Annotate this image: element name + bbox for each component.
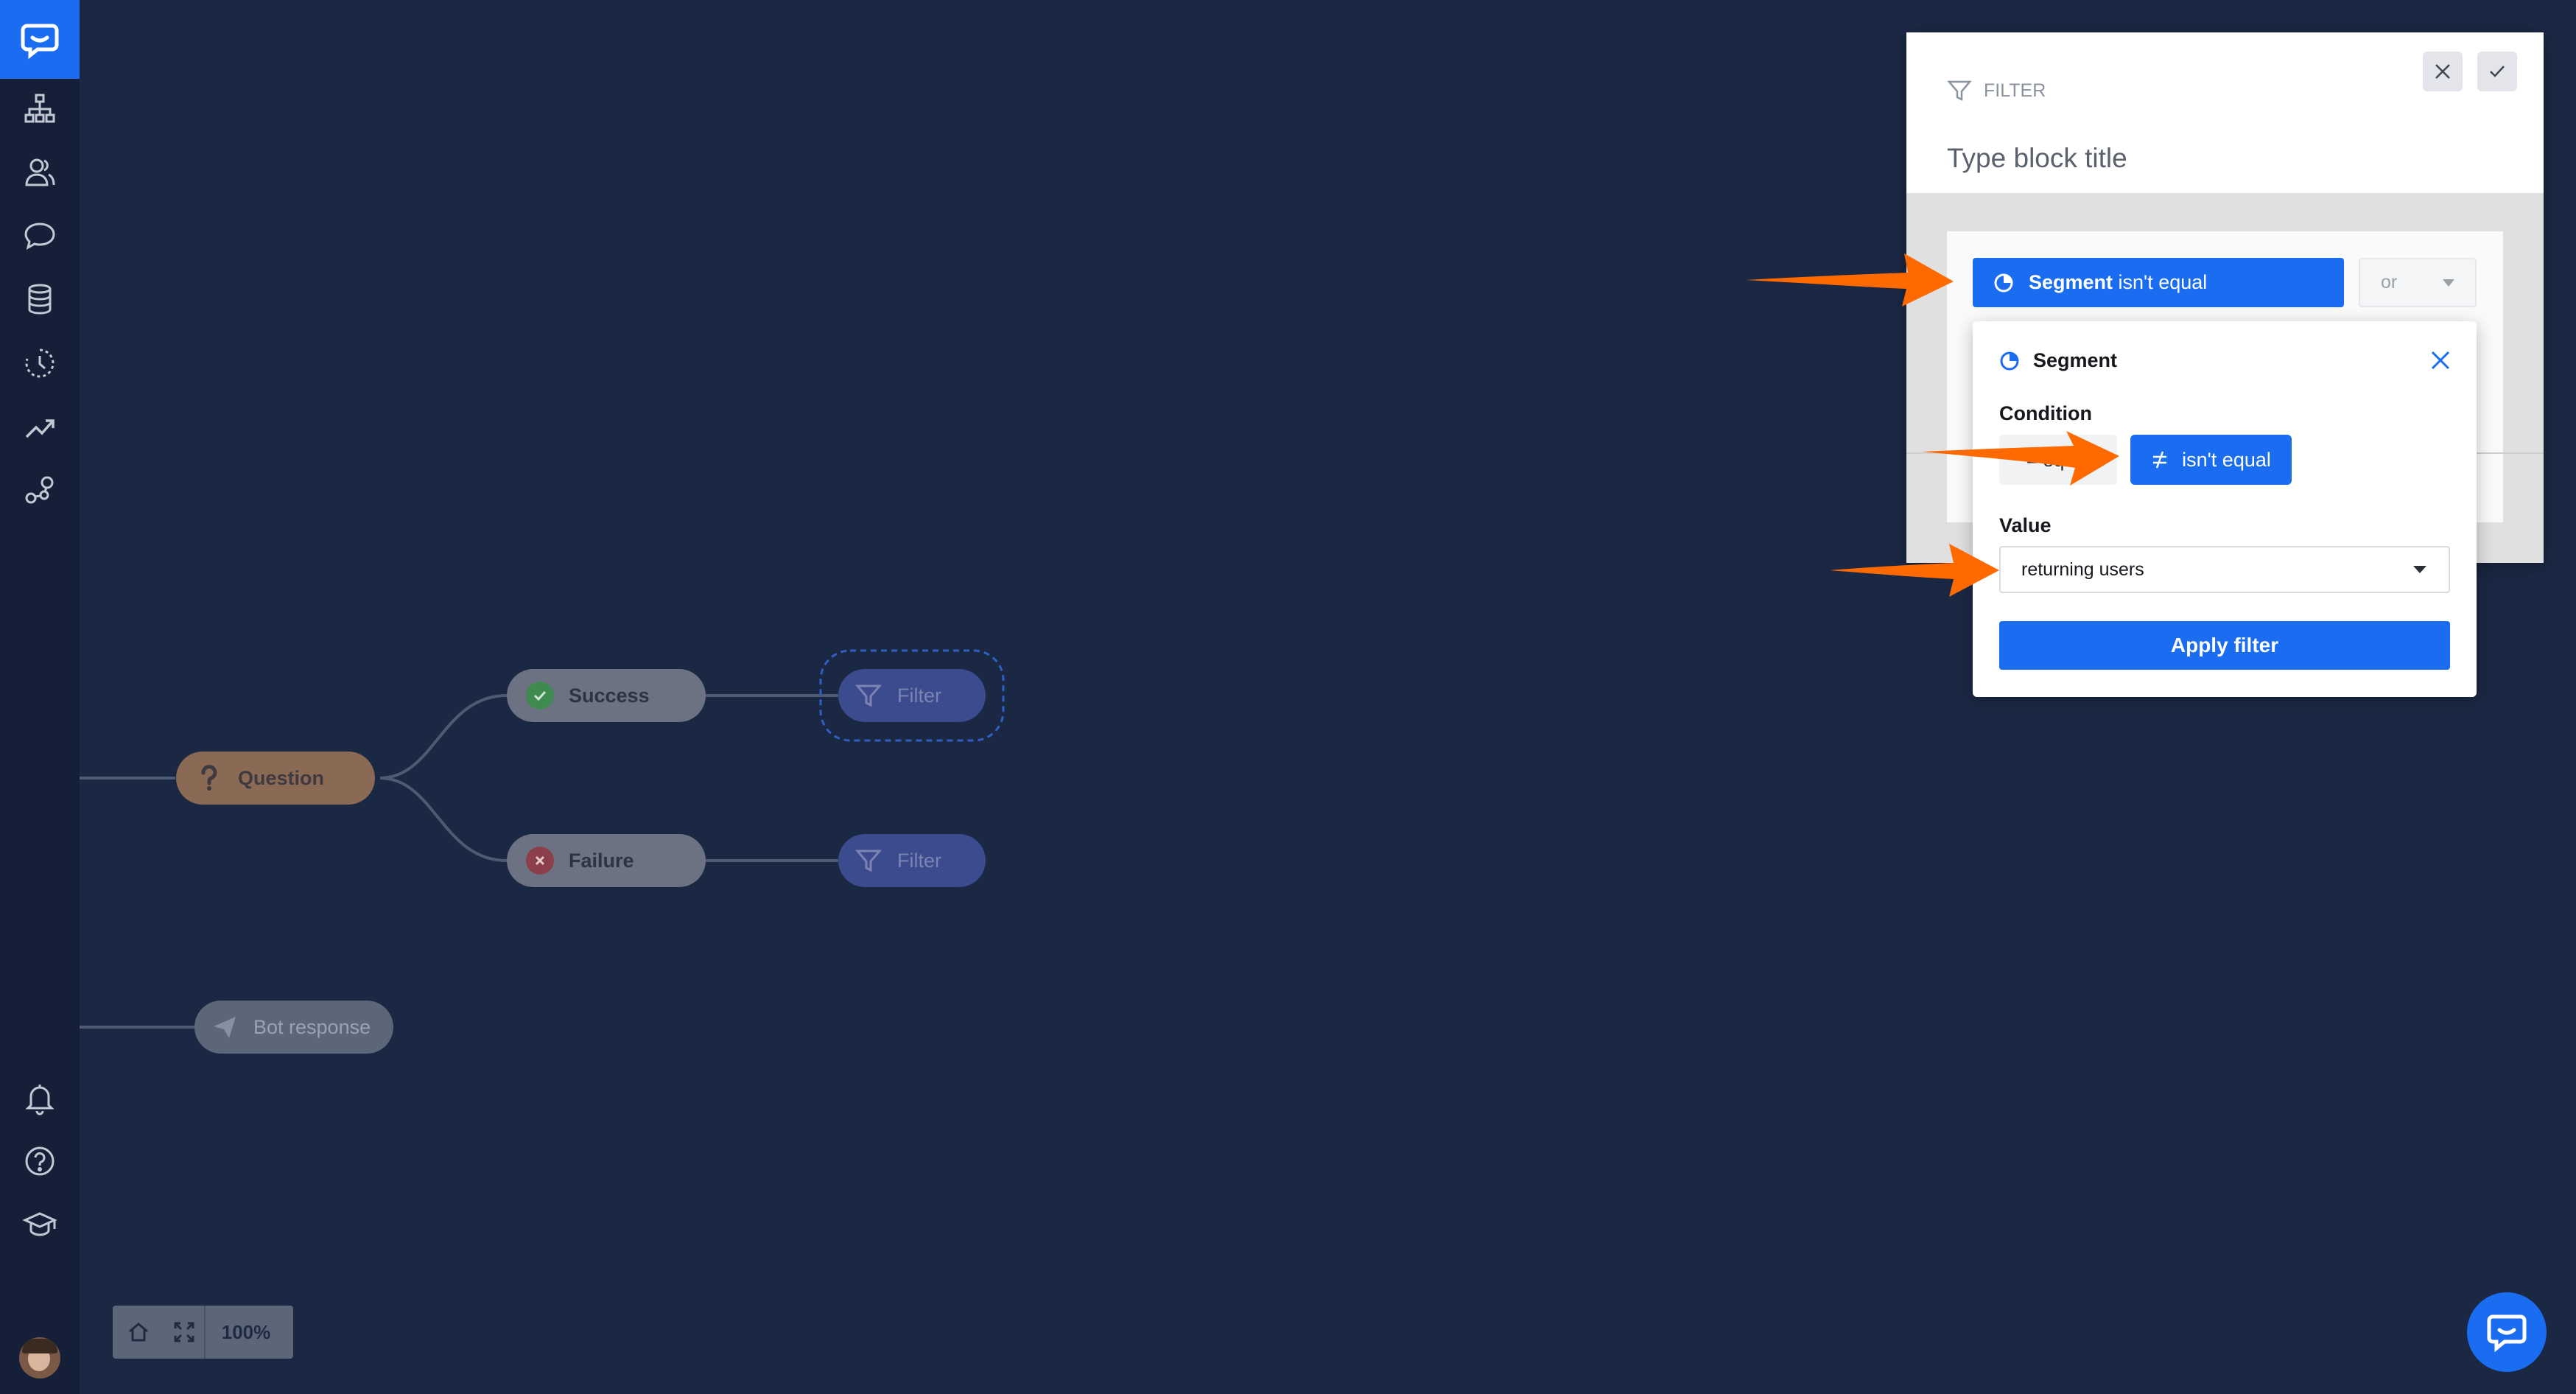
condition-not-equal-label: isn't equal [2182,448,2271,471]
x-circle-icon [526,847,554,875]
close-icon [2431,351,2450,370]
apply-filter-button[interactable]: Apply filter [1999,621,2450,670]
block-title-input[interactable]: Type block title [1947,143,2127,173]
bot-response-node[interactable]: Bot response [194,1001,393,1054]
condition-not-equal-button[interactable]: isn't equal [2130,435,2292,485]
success-node-label: Success [569,684,650,707]
failure-node-label: Failure [569,849,634,872]
check-icon [2490,66,2505,77]
success-node[interactable]: Success [507,669,706,722]
bot-response-node-label: Bot response [253,1015,371,1038]
failure-node[interactable]: Failure [507,834,706,887]
pie-chart-icon [1994,273,2013,292]
question-mark-icon [195,764,223,792]
caret-down-icon [2443,279,2454,287]
academy-icon[interactable] [18,1202,62,1247]
check-circle-icon [526,682,554,710]
filter-icon [1947,80,1972,102]
value-select-text: returning users [2021,558,2144,580]
segment-condition-chip[interactable]: Segment isn't equal [1973,258,2344,307]
filter-node-selected[interactable]: Filter [838,669,986,722]
confirm-button[interactable] [2477,52,2517,91]
sidebar [0,0,80,1394]
panel-header: FILTER Type block title [1906,32,2544,193]
reports-icon[interactable] [18,404,62,449]
popup-title: Segment [2033,349,2118,371]
segment-chip-rest: isn't equal [2113,271,2208,293]
users-icon[interactable] [18,150,62,194]
app-logo[interactable] [0,0,80,79]
expand-icon [174,1322,194,1342]
history-icon[interactable] [18,341,62,385]
annotation-arrow-icon [1830,544,1999,597]
zoom-level[interactable]: 100% [221,1320,271,1343]
chat-widget-button[interactable] [2467,1292,2547,1372]
close-icon [2435,64,2450,79]
value-label: Value [1999,514,2052,536]
bell-icon[interactable] [18,1076,62,1120]
or-select-label: or [2381,272,2398,293]
help-icon[interactable] [18,1139,62,1183]
database-icon[interactable] [18,277,62,321]
or-select[interactable]: or [2359,258,2477,307]
filter-icon [854,847,882,875]
chatbot-logo-icon [21,24,59,59]
bot-flows-icon[interactable] [18,86,62,130]
question-node-label: Question [238,766,325,789]
pie-chart-icon [2000,351,2019,370]
annotation-arrow-icon [1922,431,2119,486]
annotation-arrow-icon [1746,253,1954,307]
popup-close-button[interactable] [2429,349,2452,375]
send-icon [211,1013,239,1041]
filter-node-label: Filter [897,684,941,707]
toolbar-divider [204,1306,206,1359]
panel-type-label: FILTER [1984,80,2046,101]
close-button[interactable] [2423,52,2463,91]
fit-screen-button[interactable] [164,1306,204,1359]
caret-down-icon [2413,566,2426,573]
chats-icon[interactable] [18,214,62,258]
integrations-icon[interactable] [18,469,62,513]
value-select[interactable]: returning users [1999,546,2450,593]
home-button[interactable] [113,1306,164,1359]
not-equal-icon [2153,451,2167,469]
segment-chip-bold: Segment [2029,271,2113,293]
filter-node[interactable]: Filter [838,834,986,887]
home-icon [129,1323,148,1342]
condition-label: Condition [1999,402,2092,424]
filter-icon [854,682,882,710]
canvas-toolbar: 100% [113,1306,293,1359]
avatar[interactable] [19,1337,60,1379]
chat-bubble-icon [2487,1314,2527,1353]
question-node[interactable]: Question [176,752,375,805]
segment-popup: Segment Condition = equal isn't equal Va… [1973,321,2477,697]
filter-node-label: Filter [897,849,941,872]
